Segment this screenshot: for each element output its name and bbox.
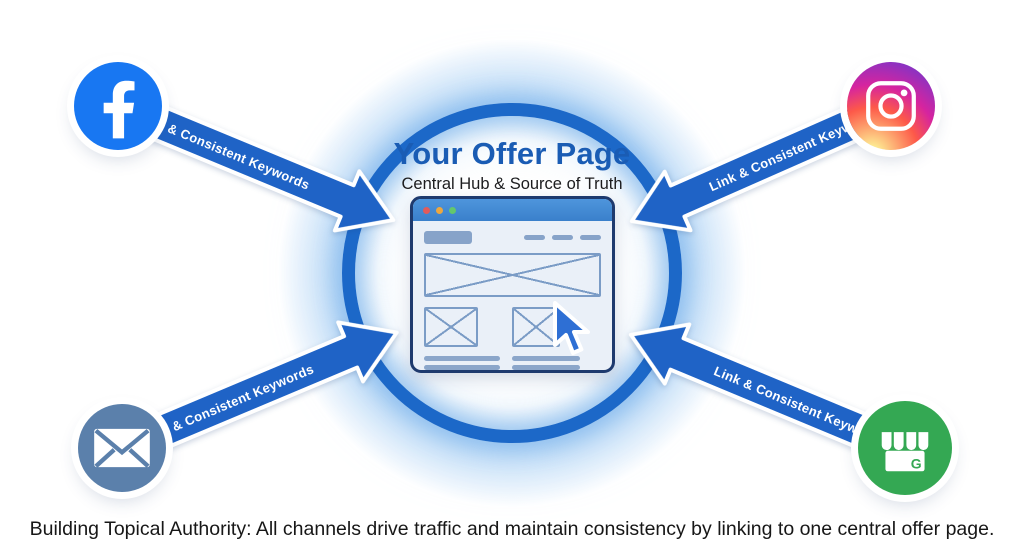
instagram-icon <box>847 62 935 150</box>
wireframe-nav-links <box>524 234 601 240</box>
nav-dash <box>580 234 601 240</box>
wireframe-text-lines <box>424 356 500 370</box>
arrow-shape <box>109 88 396 233</box>
window-dot-red <box>423 206 430 214</box>
diagram-caption: Building Topical Authority: All channels… <box>29 518 995 540</box>
wireframe-logo <box>424 230 472 244</box>
wireframe-navbar <box>424 230 601 244</box>
envelope-glyph <box>94 428 150 468</box>
hub-title: Your Offer Page <box>393 136 631 171</box>
window-titlebar <box>413 199 612 221</box>
hub-heading: Your Offer Page Central Hub & Source of … <box>262 136 762 194</box>
storefront-icon: G <box>858 401 952 495</box>
window-dot-green <box>449 206 456 214</box>
instagram-camera-glyph <box>866 81 916 131</box>
wireframe-image-box <box>424 307 478 347</box>
offer-page-window <box>410 196 615 373</box>
text-line <box>424 365 500 370</box>
window-content <box>413 221 612 370</box>
text-line <box>512 365 580 370</box>
text-line <box>512 356 580 361</box>
wireframe-text-lines <box>512 356 580 370</box>
email-envelope-icon <box>78 404 166 492</box>
google-g-letter: G <box>911 455 922 471</box>
window-dot-yellow <box>436 206 443 214</box>
email-arrow: Link & Consistent Keywords <box>108 299 412 480</box>
text-line <box>424 356 500 361</box>
facebook-arrow: Link & Consistent Keywords <box>105 74 409 253</box>
arrow-shape <box>113 320 399 466</box>
storefront-glyph: G <box>881 432 929 471</box>
mouse-cursor-icon <box>551 301 593 362</box>
facebook-f-glyph <box>103 80 135 139</box>
wireframe-column <box>424 307 500 370</box>
nav-dash <box>524 234 545 240</box>
facebook-icon <box>74 62 162 150</box>
wireframe-hero-image <box>424 253 601 297</box>
hub-subtitle: Central Hub & Source of Truth <box>401 175 623 193</box>
nav-dash <box>552 234 573 240</box>
